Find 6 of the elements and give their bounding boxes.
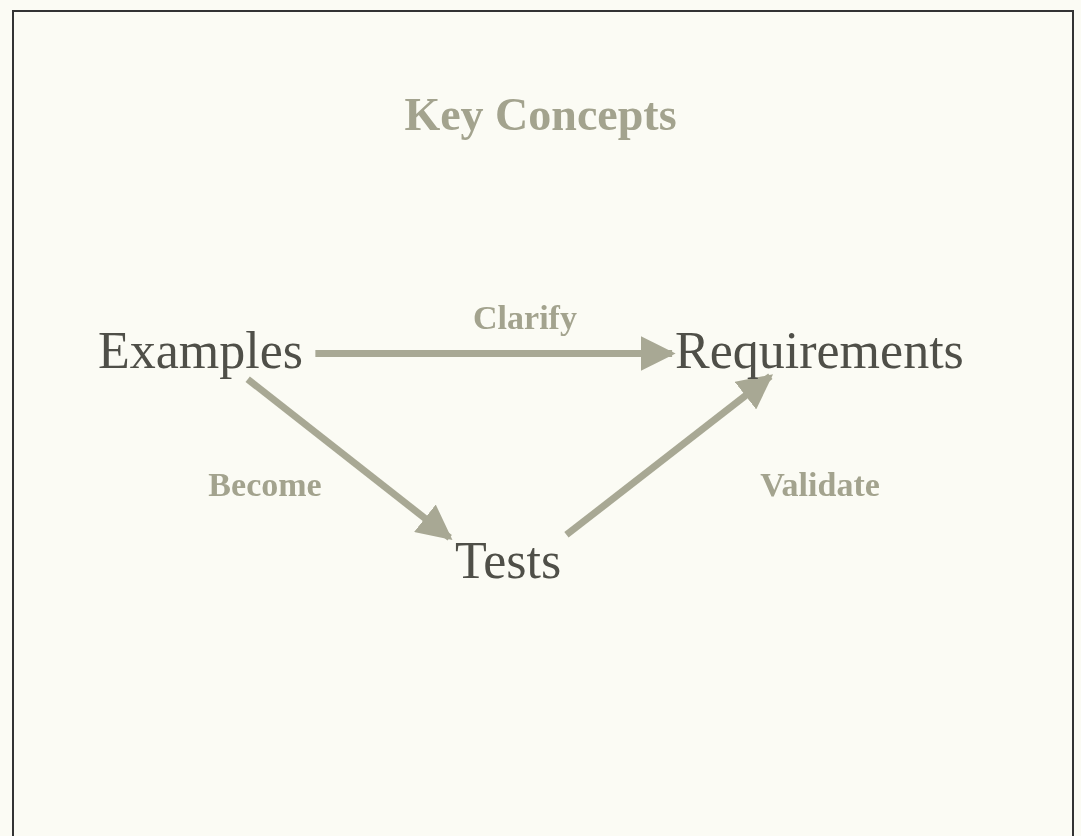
concept-label: Requirements	[675, 322, 964, 380]
diagram-title: Key Concepts	[403, 88, 678, 141]
arrow	[245, 376, 453, 541]
concept-label: Tests	[455, 532, 562, 590]
concept-label: Examples	[98, 322, 304, 380]
arrow	[564, 373, 774, 538]
